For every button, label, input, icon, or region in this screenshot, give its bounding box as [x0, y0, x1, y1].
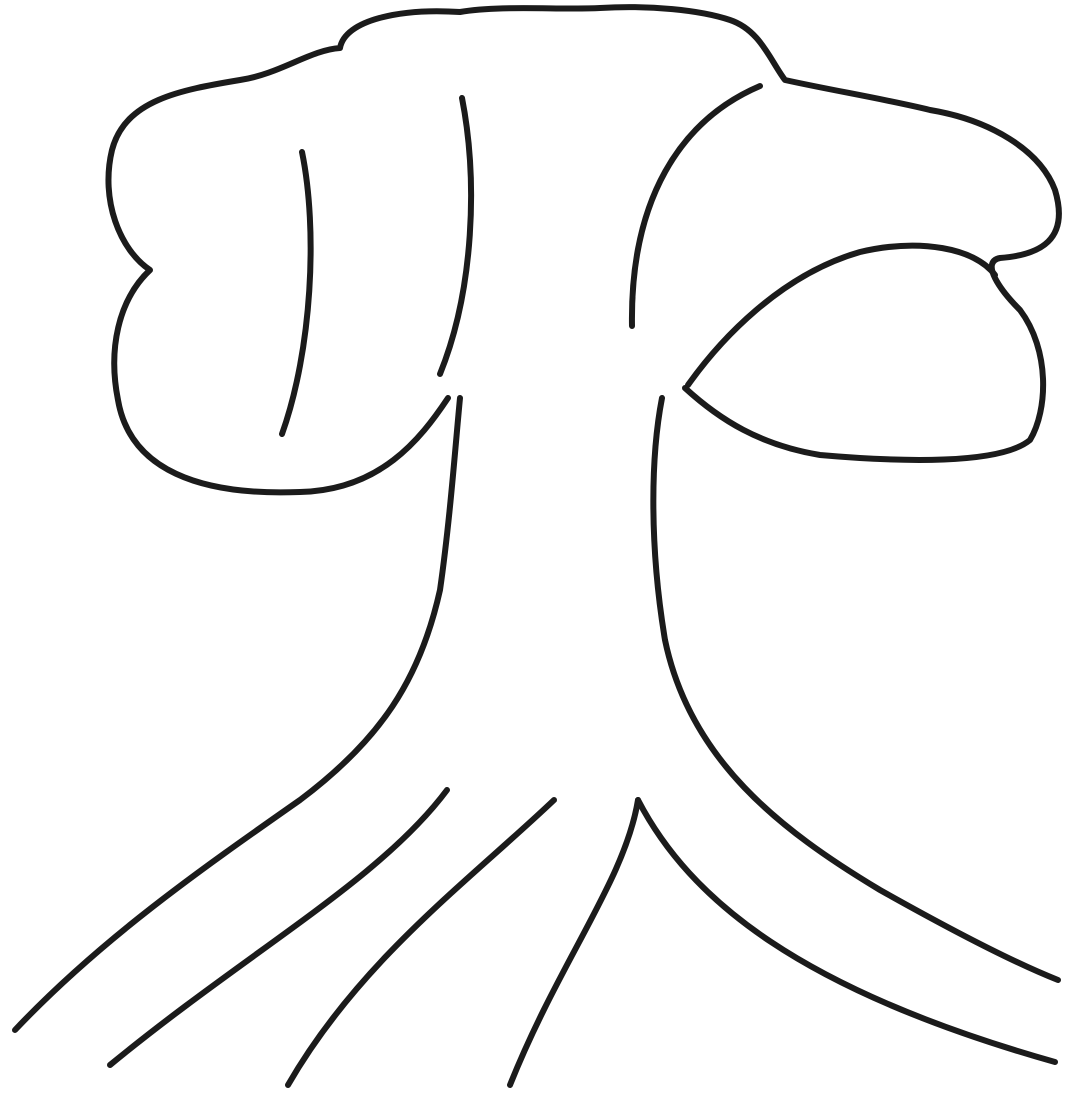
paper-background	[0, 0, 1075, 1098]
tree-diagram	[0, 0, 1075, 1098]
